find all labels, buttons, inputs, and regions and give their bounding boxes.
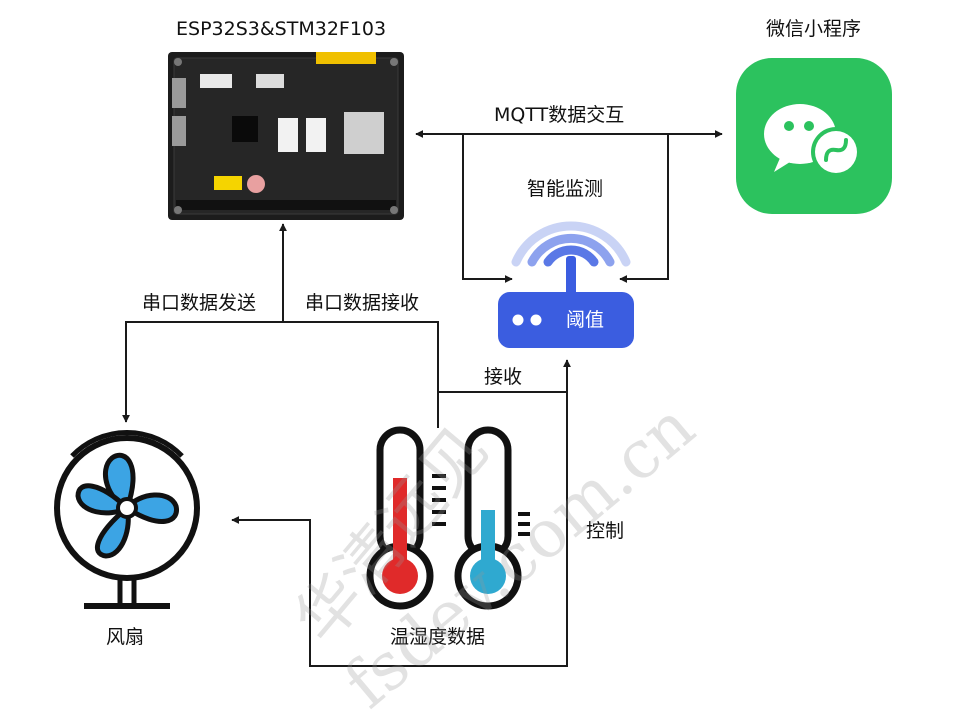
receive-label: 接收 <box>484 366 523 388</box>
control-link <box>231 392 568 667</box>
mqtt-to-router-right <box>619 134 669 283</box>
mqtt-label: MQTT数据交互 <box>494 104 625 126</box>
board-label: ESP32S3&STM32F103 <box>176 18 387 40</box>
thermometer-blue-icon <box>454 426 530 610</box>
board-image <box>168 52 404 220</box>
control-label: 控制 <box>586 520 625 542</box>
fan-label: 风扇 <box>106 626 145 648</box>
threshold-label: 阈值 <box>566 309 605 331</box>
threshold-router-icon <box>498 221 634 348</box>
wechat-mini-program-icon <box>736 58 892 214</box>
serial-send-label: 串口数据发送 <box>142 292 257 314</box>
wechat-label: 微信小程序 <box>766 18 862 40</box>
thermometer-red-icon <box>366 426 446 610</box>
serial-loop <box>122 321 439 428</box>
serial-recv-label: 串口数据接收 <box>305 292 420 314</box>
temp-humidity-label: 温湿度数据 <box>390 626 486 648</box>
monitor-label: 智能监测 <box>527 178 604 200</box>
architecture-diagram: ESP32S3&STM32F103 微信小程序 MQTT数据交互 智能监测 阈值… <box>54 18 892 723</box>
mqtt-to-router-left <box>462 134 513 283</box>
diagram-canvas <box>54 52 892 667</box>
fan-icon <box>54 430 200 609</box>
